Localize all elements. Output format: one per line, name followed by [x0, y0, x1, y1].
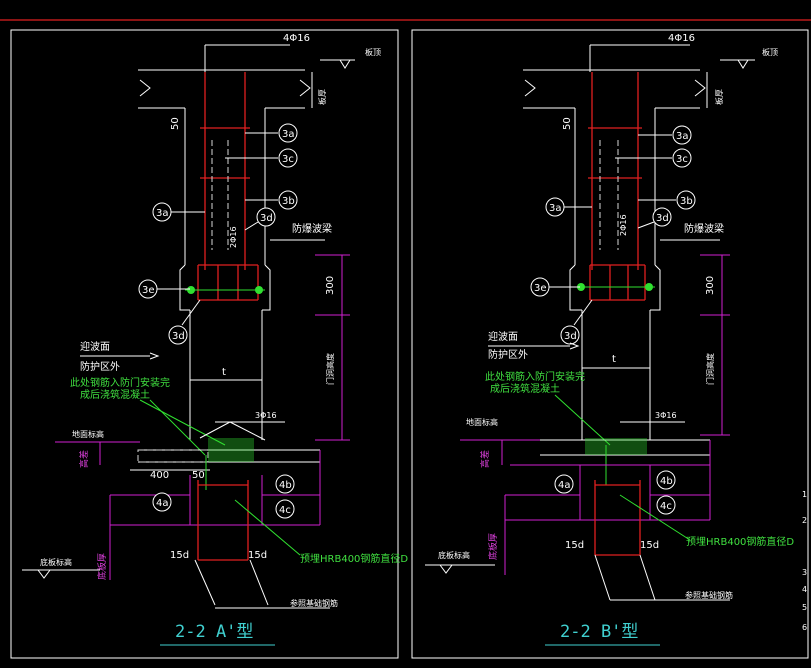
- panel-b-bubble-4b: 4b: [660, 476, 673, 487]
- panel-b-slab-top-label: 板顶: [762, 47, 778, 57]
- panel-a[interactable]: 4Φ16 板顶 板厚 50 2Φ16: [10, 29, 408, 659]
- panel-a-dim-300: 300: [325, 276, 336, 295]
- panel-a-note-line1: 此处钢筋入防门安装完: [70, 376, 170, 389]
- panel-b-outside-label: 防护区外: [488, 348, 528, 361]
- panel-b-wall: [574, 108, 656, 440]
- svg-text:3a: 3a: [156, 208, 169, 219]
- panel-b-ring-bar: 预埋HRB400钢筋直径D: [686, 535, 794, 548]
- panel-b-slab-bottom: 底板标高: [438, 550, 470, 560]
- panel-b-bubbles: 3a 3c 3b 3a 3d 3e 3d: [530, 125, 696, 345]
- panel-b-dim-300: 300: [705, 276, 716, 295]
- svg-text:5: 5: [802, 603, 807, 612]
- panel-b-rebar-bot-label: 3Φ16: [655, 411, 677, 420]
- panel-a-15d-right: 15d: [248, 550, 267, 561]
- panel-a-bubbles: 3a 3c 3b 3a 3d 3e 3d: [138, 123, 298, 345]
- svg-text:3a: 3a: [549, 203, 562, 214]
- panel-a-slab-top-label: 板顶: [365, 47, 381, 57]
- svg-text:4: 4: [802, 585, 807, 594]
- svg-text:3b: 3b: [282, 196, 295, 207]
- panel-b-frame: [411, 29, 809, 659]
- panel-a-bubble-4b: 4b: [279, 480, 292, 491]
- panel-a-ground-label: 地面标高: [72, 429, 104, 439]
- panel-b-right-dims: [700, 254, 730, 436]
- panel-a-15d-left: 15d: [170, 550, 189, 561]
- svg-text:3d: 3d: [564, 331, 577, 342]
- panel-a-slab-bottom: 底板标高: [40, 557, 72, 567]
- panel-b-slab: [523, 44, 706, 109]
- right-margin-notes: 1 2 3 4 5 6: [802, 490, 807, 632]
- panel-b-bubble-4a: 4a: [558, 480, 571, 491]
- svg-text:3e: 3e: [142, 285, 155, 296]
- panel-a-floor-thk: 底板厚: [96, 553, 108, 580]
- panel-b-note-line2: 成后浇筑混凝土: [490, 382, 560, 395]
- svg-text:6: 6: [802, 623, 807, 632]
- panel-b-slab-thk-label: 板厚: [714, 89, 724, 105]
- svg-text:3a: 3a: [282, 129, 295, 140]
- panel-b-dim-50: 50: [562, 117, 573, 130]
- panel-a-dim-50b: 50: [192, 470, 205, 481]
- svg-text:3b: 3b: [680, 196, 693, 207]
- panel-a-rebar-mid-label: 2Φ16: [229, 226, 238, 248]
- panel-b-dim-t: t: [612, 354, 616, 365]
- panel-b-note-line1: 此处钢筋入防门安装完: [485, 370, 585, 383]
- panel-a-foundation: [109, 450, 321, 606]
- panel-a-title: 2-2 A'型: [175, 622, 253, 642]
- svg-text:3a: 3a: [676, 131, 689, 142]
- panel-a-bubble-4c: 4c: [279, 505, 291, 516]
- panel-b-floor-thk: 底板厚: [487, 533, 499, 560]
- panel-a-note-line2: 成后浇筑混凝土: [80, 388, 150, 401]
- panel-a-beam-node-left: [187, 286, 195, 294]
- panel-a-outside-label: 防护区外: [80, 360, 120, 373]
- panel-a-wave-face-label: 迎波面: [80, 340, 110, 353]
- panel-b-step-label: 高差: [479, 450, 491, 468]
- panel-a-bubble-4a: 4a: [156, 498, 169, 509]
- panel-a-dim-t: t: [222, 367, 226, 378]
- svg-text:3e: 3e: [534, 283, 547, 294]
- panel-b-foundation: [504, 440, 711, 601]
- svg-text:3d: 3d: [172, 331, 185, 342]
- panel-b-top-rebar-label: 4Φ16: [668, 33, 695, 44]
- panel-a-top-rebar-label: 4Φ16: [283, 33, 310, 44]
- svg-text:3c: 3c: [676, 154, 688, 165]
- panel-a-floor: [137, 421, 320, 463]
- panel-a-door-height: 门洞高度: [325, 353, 335, 385]
- svg-text:2: 2: [802, 516, 807, 525]
- svg-text:3d: 3d: [656, 213, 669, 224]
- panel-b-15d-right: 15d: [640, 540, 659, 551]
- panel-b-floor: [540, 438, 710, 485]
- panel-a-level-triangle: [339, 59, 351, 69]
- panel-a-beam-node-right: [255, 286, 263, 294]
- panel-b-15d-left: 15d: [565, 540, 584, 551]
- svg-text:3c: 3c: [282, 154, 294, 165]
- svg-text:3: 3: [802, 568, 807, 577]
- panel-a-blast-beam-label: 防爆波梁: [292, 222, 332, 235]
- panel-b-blast-beam-label: 防爆波梁: [684, 222, 724, 235]
- panel-a-slab: [138, 44, 311, 109]
- svg-text:3d: 3d: [260, 213, 273, 224]
- panel-a-dim-400: 400: [150, 470, 169, 481]
- panel-a-dim-50: 50: [170, 117, 181, 130]
- panel-b-ground-label: 地面标高: [466, 417, 498, 427]
- panel-b-title: 2-2 B'型: [560, 622, 638, 642]
- panel-b-door-height: 门洞高度: [705, 353, 715, 385]
- panel-b[interactable]: 4Φ16 板顶 板厚 50 2Φ16: [411, 29, 809, 659]
- panel-a-step-label: 高差: [78, 450, 90, 468]
- panel-a-anchor: 参照基础钢筋: [290, 598, 338, 608]
- panel-b-rebar-mid-label: 2Φ16: [619, 214, 628, 236]
- panel-b-rebar-cage: [588, 72, 646, 301]
- svg-text:1: 1: [802, 490, 807, 499]
- panel-b-bubble-4c: 4c: [660, 501, 672, 512]
- panel-a-rebar-bot-label: 3Φ16: [255, 411, 277, 420]
- panel-b-wave-face-label: 迎波面: [488, 330, 518, 343]
- panel-a-frame: [10, 29, 399, 659]
- panel-a-rebar-cage: [197, 72, 259, 301]
- panel-a-wall: [184, 108, 266, 440]
- panel-a-slab-thk-label: 板厚: [317, 89, 327, 105]
- panel-b-anchor: 参照基础钢筋: [685, 590, 733, 600]
- panel-a-ring-bar: 预埋HRB400钢筋直径D: [300, 552, 408, 565]
- panel-a-right-dims: [315, 254, 350, 441]
